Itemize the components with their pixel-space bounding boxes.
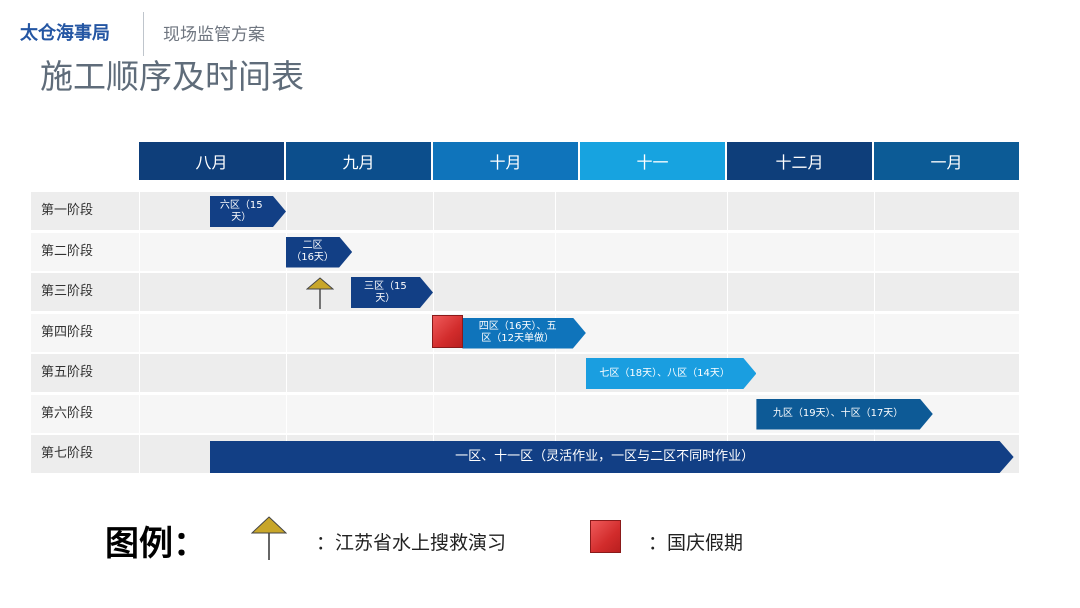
stage-row: 第二阶段 (31, 232, 1019, 271)
stage-label: 第六阶段 (41, 405, 94, 421)
task-label: 天） (231, 211, 252, 223)
drill-marker-icon (305, 277, 334, 309)
stage-label: 第二阶段 (41, 243, 94, 259)
task-bar: 四区（16天）、五区（12天单做） (462, 318, 585, 349)
month-header: 九月 (286, 142, 431, 180)
task-label: 一区、十一区（灵活作业，一区与二区不同时作业） (455, 449, 755, 464)
holiday-legend-icon (590, 520, 621, 553)
drill-legend-icon (251, 516, 287, 560)
task-label: 四区（16天）、五 (478, 321, 557, 332)
grid-line (874, 190, 875, 476)
task-label: 三区（15 (363, 280, 407, 292)
task-label: （16天） (291, 252, 334, 263)
subject-label: 现场监管方案 (163, 25, 265, 45)
grid-line (286, 190, 287, 476)
stage-row: 第一阶段 (31, 192, 1019, 230)
org-name: 太仓海事局 (20, 23, 110, 44)
stage-label: 第一阶段 (41, 203, 94, 218)
page-title: 施工顺序及时间表 (40, 57, 304, 96)
stage-label: 第五阶段 (41, 365, 94, 380)
task-bar: 九区（19天）、十区（17天） (756, 399, 932, 430)
holiday-marker-icon (432, 314, 463, 348)
legend-drill-text: ：江苏省水上搜救演习 (316, 532, 507, 554)
grid-line (727, 190, 728, 476)
stage-row: 第五阶段 (31, 354, 1019, 392)
month-header: 十月 (433, 142, 578, 180)
task-bar: 二区（16天） (286, 237, 352, 268)
task-label: 六区（15 (219, 199, 263, 211)
task-bar: 七区（18天）、八区（14天） (586, 358, 757, 389)
legend-title: 图例： (105, 524, 207, 564)
stage-row: 第三阶段 (31, 273, 1019, 311)
task-label: 七区（18天）、八区（14天） (599, 367, 730, 379)
task-label: 九区（19天）、十区（17天） (772, 408, 904, 419)
task-label: 天） (375, 292, 396, 304)
task-label: 二区 (302, 240, 323, 251)
month-header: 十一 (580, 142, 725, 180)
month-header: 一月 (874, 142, 1019, 180)
stage-label: 第四阶段 (41, 324, 94, 340)
month-header: 十二月 (727, 142, 872, 180)
task-label: 区（12天单做） (481, 333, 554, 344)
legend-holiday-text: ：国庆假期 (648, 532, 744, 554)
grid-line (139, 190, 140, 476)
month-header: 八月 (139, 142, 284, 180)
header-divider (143, 12, 144, 56)
stage-label: 第七阶段 (41, 446, 94, 461)
stage-label: 第三阶段 (41, 284, 94, 299)
task-bar: 一区、十一区（灵活作业，一区与二区不同时作业） (210, 441, 1014, 473)
